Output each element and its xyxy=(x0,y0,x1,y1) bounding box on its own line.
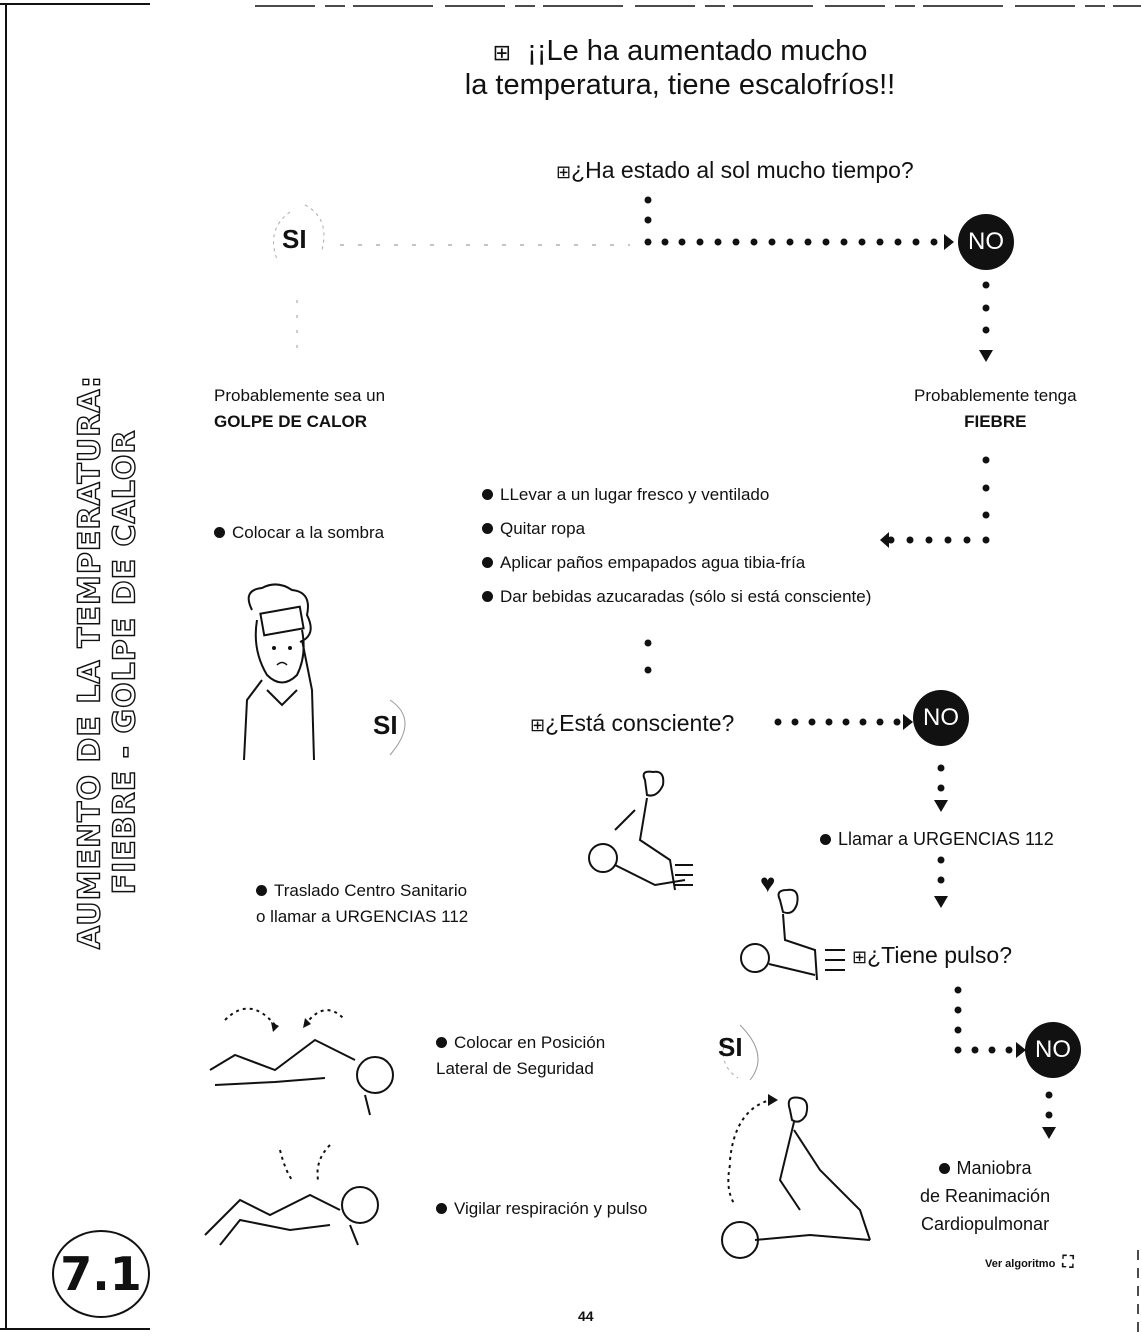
transfer-instruction: Traslado Centro Sanitario o llamar a URG… xyxy=(256,881,469,927)
page-number: 44 xyxy=(578,1308,594,1324)
cpr-instruction: Maniobra de Reanimación Cardiopulmonar xyxy=(920,1158,1051,1234)
recovery-position-instruction: Colocar en Posición Lateral de Seguridad xyxy=(436,1033,606,1079)
heart-icon: ♥ xyxy=(760,868,776,898)
action-item: Aplicar paños empapados agua tibia-fría xyxy=(482,546,871,580)
q3-no-badge: NO xyxy=(1025,1022,1081,1078)
warning-icon: ⊞ xyxy=(852,947,868,967)
question-sun-exposure: ⊞¿Ha estado al sol mucho tiempo? xyxy=(556,157,914,183)
section-number-badge: 7.1 xyxy=(52,1230,150,1318)
q1-no-badge: NO xyxy=(958,214,1014,270)
warning-icon: ⊞ xyxy=(492,40,512,65)
monitor-instruction: Vigilar respiración y pulso xyxy=(436,1196,647,1222)
recovery-position-icon xyxy=(209,1007,394,1116)
call-emergency: Llamar a URGENCIAS 112 xyxy=(820,826,1054,854)
warning-icon: ⊞ xyxy=(556,162,572,182)
person-forehead-icon xyxy=(243,583,315,761)
left-action: Colocar a la sombra xyxy=(214,520,384,546)
lying-person-icon xyxy=(204,1144,379,1246)
q2-no-connector xyxy=(774,714,913,730)
q2-no-badge: NO xyxy=(913,690,969,746)
right-diagnosis: Probablemente tenga FIEBRE xyxy=(914,386,1077,432)
q2-yes-label: SI xyxy=(373,710,398,740)
warning-icon: ⊞ xyxy=(530,715,546,735)
side-title: AUMENTO DE LA TEMPERATURA: FIEBRE - GOLP… xyxy=(72,374,143,950)
main-title: ⊞ ¡¡Le ha aumentado mucho la temperatura… xyxy=(464,35,896,102)
see-algorithm-link[interactable]: Ver algoritmo ⛶ xyxy=(985,1254,1074,1271)
algorithm-icon: ⛶ xyxy=(1062,1254,1074,1271)
q1-no-connector xyxy=(644,196,954,250)
check-responsiveness-icon xyxy=(588,770,693,891)
action-item: Quitar ropa xyxy=(482,512,871,546)
action-item: LLevar a un lugar fresco y ventilado xyxy=(482,478,871,512)
q3-no-connector xyxy=(954,986,1026,1058)
question-conscious: ⊞¿Está consciente? xyxy=(530,710,735,736)
question-pulse: ⊞¿Tiene pulso? xyxy=(852,942,1012,968)
q3-yes-label: SI xyxy=(718,1032,743,1062)
q1-yes-label: SI xyxy=(282,224,307,254)
cpr-icon xyxy=(721,1094,871,1259)
actions-list: LLevar a un lugar fresco y ventilado Qui… xyxy=(482,478,871,614)
pulse-check-icon xyxy=(740,888,845,981)
left-diagnosis: Probablemente sea un GOLPE DE CALOR xyxy=(214,386,386,432)
action-item: Dar bebidas azucaradas (sólo si está con… xyxy=(482,580,871,614)
